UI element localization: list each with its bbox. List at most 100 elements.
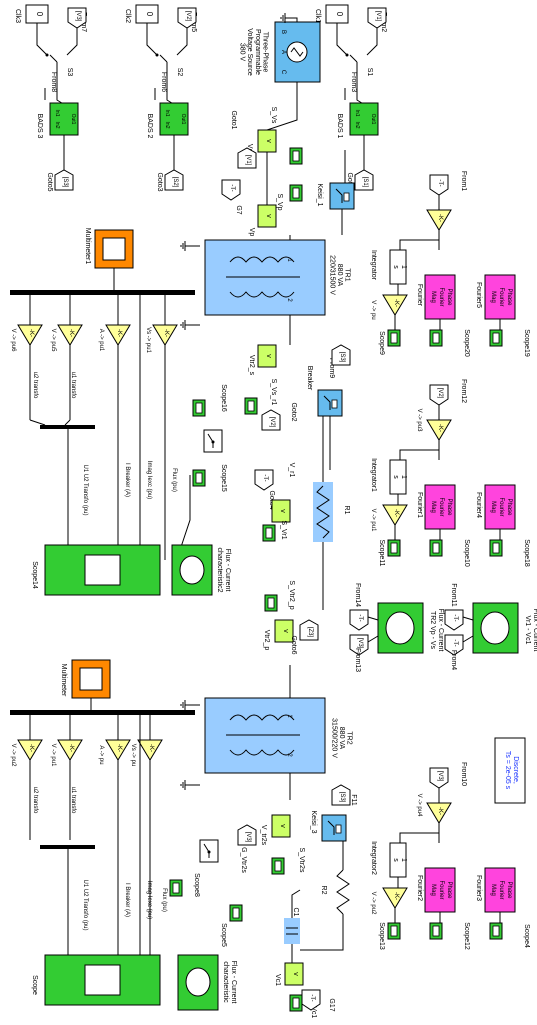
label-line: S2 — [176, 68, 183, 77]
label-line: Flux - Current — [230, 961, 237, 1004]
label-line: V -> pu1 — [370, 509, 376, 533]
label-line: Scope18 — [523, 539, 530, 567]
fourier-block[interactable] — [484, 274, 516, 320]
label-line: From4 — [450, 650, 457, 670]
label-line: BADS 3 — [36, 114, 43, 139]
vtr2p-voltage-measurement[interactable] — [274, 619, 294, 643]
vtr2s-voltage-measurement[interactable] — [257, 344, 277, 368]
label-line: Fourier3 — [475, 875, 482, 901]
scope-label: Scope — [31, 975, 38, 995]
from9-tag[interactable] — [331, 344, 351, 366]
from-t-goto4[interactable] — [254, 469, 274, 491]
gain-block[interactable] — [137, 739, 163, 761]
g-vtr2s-tag[interactable] — [237, 824, 257, 846]
goto-tag[interactable] — [354, 169, 374, 191]
label-line: Clk1 — [314, 9, 321, 23]
scope-screen-icon — [172, 882, 180, 894]
winding-icon — [229, 291, 295, 298]
label-line: u2 transfo — [32, 372, 38, 399]
scope-label: Scope8 — [193, 873, 200, 897]
from-tag[interactable] — [429, 384, 449, 406]
scope-screen-icon — [265, 527, 273, 539]
resistor-label: R1 — [343, 506, 350, 515]
signal-line — [367, 635, 379, 643]
label-line: -K- — [28, 744, 34, 752]
breaker-label: Keisi_1 — [316, 184, 323, 207]
from4-tag[interactable] — [444, 634, 464, 656]
label-line: -K- — [393, 892, 399, 900]
goto-tag[interactable] — [54, 169, 74, 191]
gain-block[interactable] — [382, 294, 408, 316]
from-tag[interactable] — [67, 7, 87, 29]
from-tag[interactable] — [429, 767, 449, 789]
from-label: From12 — [460, 379, 467, 403]
tag-label: -T- — [309, 994, 315, 1001]
vc1-voltage-measurement[interactable] — [284, 962, 304, 986]
f11-tag[interactable] — [331, 784, 351, 806]
gain-block[interactable] — [17, 324, 43, 346]
label-line: Integrator1 — [370, 458, 377, 492]
label-line: v — [282, 629, 289, 633]
signal-line — [159, 54, 168, 63]
gain-block[interactable] — [382, 887, 408, 909]
gain-block[interactable] — [57, 739, 83, 761]
bads-block[interactable] — [349, 102, 379, 136]
goto-vs[interactable] — [237, 147, 257, 169]
powergui-discrete[interactable] — [494, 737, 526, 804]
bads-block[interactable] — [159, 102, 189, 136]
gain-block[interactable] — [426, 419, 452, 441]
label-line: 380 V — [238, 43, 245, 62]
gain-block[interactable] — [105, 324, 131, 346]
scope-screen-icon — [84, 554, 121, 586]
from-t-g17[interactable] — [301, 989, 321, 1011]
gain-block[interactable] — [152, 324, 178, 346]
signal-label: Flux (pu) — [171, 468, 177, 492]
fourier-block[interactable] — [424, 274, 456, 320]
fourier-port-label: Phase — [446, 498, 452, 516]
from14-tag[interactable] — [349, 609, 369, 631]
fourier-port-label: Phase — [506, 498, 512, 516]
label-line: From11 — [450, 583, 457, 607]
gain-block[interactable] — [57, 324, 83, 346]
gain-block[interactable] — [382, 504, 408, 526]
goto6-tag[interactable] — [299, 619, 319, 641]
label-line: TR2 Vp - Vs — [429, 611, 436, 650]
gain-block[interactable] — [426, 802, 452, 824]
from-tag[interactable] — [429, 174, 449, 196]
gain-label: -K- — [393, 299, 399, 307]
fourier-block[interactable] — [424, 484, 456, 530]
vtr2s-measurement[interactable] — [271, 814, 291, 838]
label-line: Fourier — [498, 287, 504, 306]
fourier-label: Fourier4 — [475, 492, 482, 518]
signal-label: u1 transfo — [70, 372, 76, 399]
fourier-block[interactable] — [484, 867, 516, 913]
from11-tag[interactable] — [444, 609, 464, 631]
from-t-g7[interactable] — [221, 179, 241, 201]
from-tag[interactable] — [177, 7, 197, 29]
label-line: Goto3 — [156, 172, 163, 191]
switch-label: S2 — [176, 68, 183, 77]
gain-block[interactable] — [17, 739, 43, 761]
label-line: TR1 — [344, 268, 351, 281]
label-line: Clk2 — [124, 9, 131, 23]
label-line: Out1 — [70, 114, 76, 125]
fourier-label: Fourier2 — [416, 875, 423, 901]
label-line: [S2] — [172, 177, 178, 188]
gain-label: -K- — [163, 329, 169, 337]
bads-block[interactable] — [49, 102, 79, 136]
gain-block[interactable] — [426, 209, 452, 231]
gain-block[interactable] — [105, 739, 131, 761]
label-line: From14 — [354, 583, 361, 607]
vr1-voltage-measurement[interactable] — [271, 499, 291, 523]
signal-line — [462, 616, 474, 621]
goto-tag[interactable] — [164, 169, 184, 191]
from13-tag[interactable] — [349, 634, 369, 656]
scope-screen-icon — [390, 332, 398, 344]
tag-label: [V3] — [437, 771, 443, 782]
capacitor-label: C1 — [292, 908, 299, 917]
gain-label: V -> pu4 — [416, 794, 422, 818]
from-tag[interactable] — [367, 7, 387, 29]
label-line: Three-Phase — [262, 32, 269, 73]
capacitor-highlight[interactable] — [284, 918, 300, 944]
goto-v2[interactable] — [261, 409, 281, 431]
